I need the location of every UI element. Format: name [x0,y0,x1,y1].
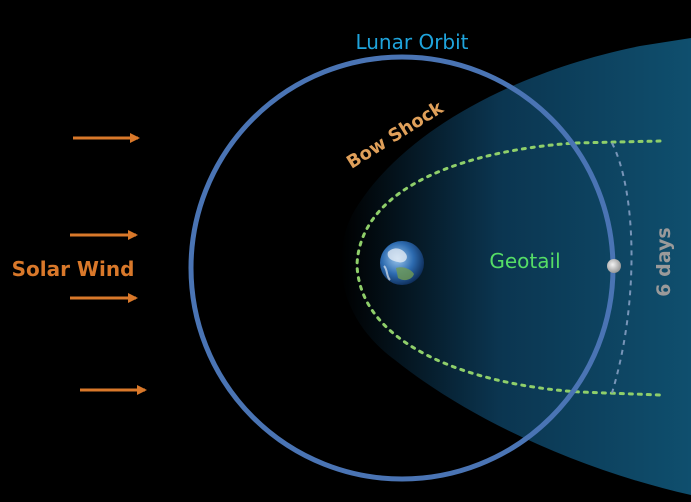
moon-icon [607,259,621,273]
solar-wind-label: Solar Wind [12,257,135,281]
duration-label: 6 days [653,227,675,296]
geotail-label: Geotail [489,249,560,273]
lunar-orbit-label: Lunar Orbit [355,30,468,54]
earth-icon [380,241,424,285]
magnetosheath-region [341,38,691,495]
geotail-boundary [355,139,662,397]
moon-trajectory-arc [611,142,633,394]
